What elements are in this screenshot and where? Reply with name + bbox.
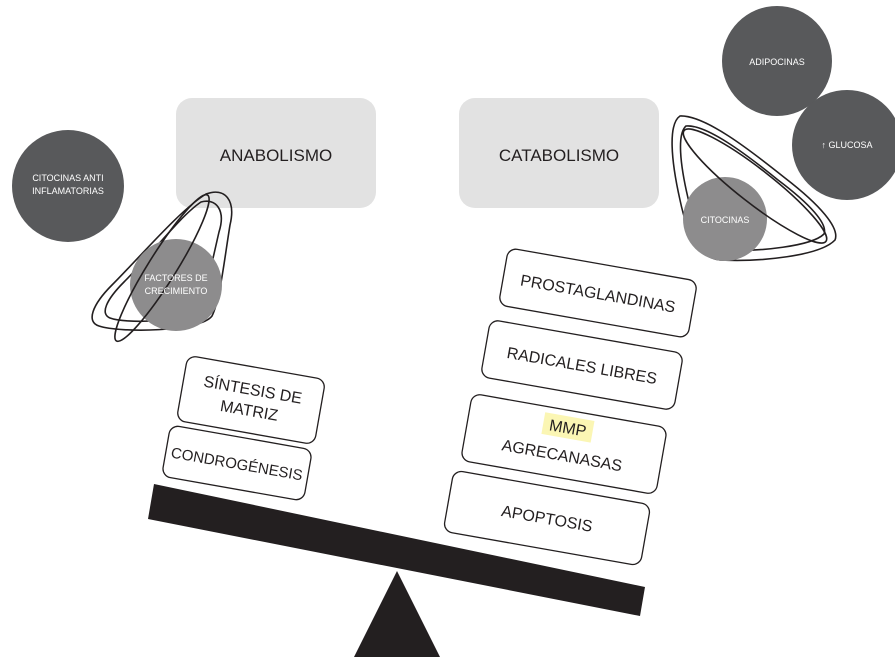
mmp-label: MMP — [548, 417, 588, 440]
chondrogenesis-block: CONDROGÉNESIS — [162, 425, 312, 501]
anabolism-header: ANABOLISMO — [176, 98, 376, 208]
chondrogenesis-box — [162, 425, 312, 501]
anabolism-header-box — [176, 98, 376, 208]
svg-text:↑ GLUCOSA: ↑ GLUCOSA — [821, 140, 872, 150]
right-funnel-rim — [682, 128, 828, 244]
fulcrum-triangle — [354, 571, 440, 657]
matrix-synthesis-block: SÍNTESIS DE MATRIZ — [177, 356, 325, 444]
catabolism-label: CATABOLISMO — [499, 146, 619, 165]
glucose: ↑ GLUCOSA — [792, 90, 895, 200]
prostaglandins-block: PROSTAGLANDINAS — [499, 248, 697, 338]
anti-inflammatory-label-2: INFLAMATORIAS — [32, 186, 104, 196]
anti-inflammatory-circle — [12, 130, 124, 242]
growth-factors-circle — [130, 239, 222, 331]
catabolism-header: CATABOLISMO — [459, 98, 659, 208]
anti-inflammatory-cytokines: CITOCINAS ANTI INFLAMATORIAS — [12, 130, 124, 242]
adipokines-circle — [722, 6, 832, 116]
apoptosis-block: APOPTOSIS — [443, 470, 651, 566]
mmp-aggrecanases-box — [461, 394, 667, 494]
anti-inflammatory-label-1: CITOCINAS ANTI — [32, 173, 103, 183]
matrix-synthesis-box — [177, 356, 325, 444]
growth-factors-label-1: FACTORES DE — [144, 273, 207, 283]
apoptosis-box — [443, 470, 651, 566]
funnel-rim — [114, 193, 210, 343]
glucose-label: GLUCOSA — [829, 140, 873, 150]
cytokines-funnel: CITOCINAS — [671, 115, 837, 262]
growth-factors-label-2: CRECIMIENTO — [145, 286, 208, 296]
cytokines-label: CITOCINAS — [701, 215, 750, 225]
seesaw-beam — [148, 484, 645, 616]
right-funnel-outer-outline — [671, 115, 837, 262]
catabolism-header-box — [459, 98, 659, 208]
growth-factors-funnel: FACTORES DE CRECIMIENTO — [91, 191, 233, 343]
right-funnel-inner-outline — [679, 125, 826, 252]
mmp-highlight — [541, 412, 595, 443]
up-arrow-icon: ↑ — [821, 140, 826, 150]
glucose-circle — [792, 90, 895, 200]
funnel-outer-outline — [91, 191, 233, 331]
free-radicals-block: RADICALES LIBRES — [481, 320, 683, 410]
free-radicals-box — [481, 320, 683, 410]
adipokines-label: ADIPOCINAS — [749, 57, 805, 67]
adipokines: ADIPOCINAS — [722, 6, 832, 116]
mmp-aggrecanases-block: MMP AGRECANASAS — [461, 394, 667, 494]
cytokines-circle — [683, 177, 767, 261]
anabolism-label: ANABOLISMO — [220, 146, 332, 165]
prostaglandins-box — [499, 248, 697, 338]
